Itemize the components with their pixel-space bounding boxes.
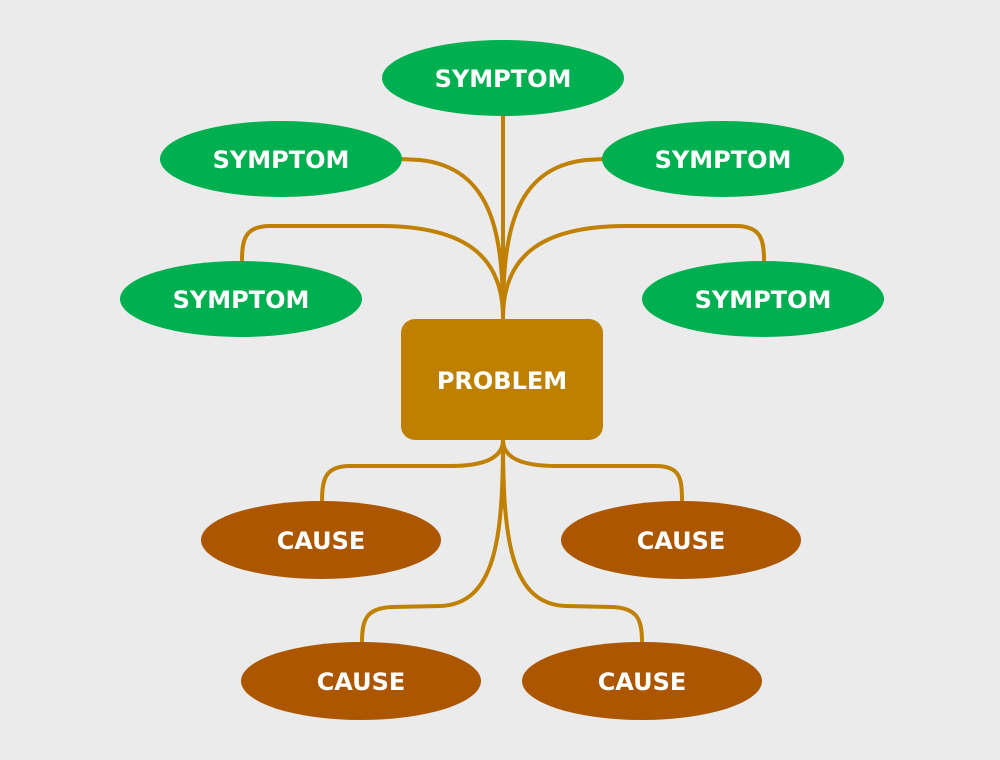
cause-node[interactable]: CAUSE	[522, 642, 762, 720]
problem-node[interactable]: PROBLEM	[401, 319, 603, 440]
symptom-lower-left-shape	[120, 261, 362, 337]
cause-connectors	[320, 438, 684, 644]
symptom-connectors	[240, 114, 766, 320]
symptom-upper-right-shape	[602, 121, 844, 197]
connector-cause-upper-left	[320, 438, 505, 503]
symptom-node[interactable]: SYMPTOM	[602, 121, 844, 197]
symptom-node[interactable]: SYMPTOM	[120, 261, 362, 337]
cause-upper-left-label: CAUSE	[277, 527, 366, 555]
cause-node[interactable]: CAUSE	[201, 501, 441, 579]
cause-upper-left-shape	[201, 501, 441, 579]
problem-shape	[401, 319, 603, 440]
connector-symptom-lower-left	[240, 224, 505, 320]
connector-cause-upper-right	[501, 438, 684, 503]
cause-upper-right-shape	[561, 501, 801, 579]
connector-cause-lower-right	[501, 438, 644, 644]
symptom-lower-left-label: SYMPTOM	[173, 286, 310, 314]
symptom-upper-left-shape	[160, 121, 402, 197]
cause-node[interactable]: CAUSE	[241, 642, 481, 720]
cause-lower-right-shape	[522, 642, 762, 720]
symptom-node[interactable]: SYMPTOM	[160, 121, 402, 197]
connector-symptom-lower-right	[501, 224, 766, 320]
cause-lower-right-label: CAUSE	[598, 668, 687, 696]
cause-lower-left-shape	[241, 642, 481, 720]
cause-lower-left-label: CAUSE	[317, 668, 406, 696]
connector-symptom-upper-right	[501, 157, 606, 320]
symptom-node[interactable]: SYMPTOM	[382, 40, 624, 116]
symptom-top-label: SYMPTOM	[435, 65, 572, 93]
symptom-lower-right-label: SYMPTOM	[695, 286, 832, 314]
problem-label: PROBLEM	[437, 367, 567, 395]
cause-upper-right-label: CAUSE	[637, 527, 726, 555]
cause-node[interactable]: CAUSE	[561, 501, 801, 579]
symptom-upper-left-label: SYMPTOM	[213, 146, 350, 174]
connector-cause-lower-left	[360, 438, 505, 644]
symptom-lower-right-shape	[642, 261, 884, 337]
symptom-top-shape	[382, 40, 624, 116]
symptom-upper-right-label: SYMPTOM	[655, 146, 792, 174]
symptom-node[interactable]: SYMPTOM	[642, 261, 884, 337]
